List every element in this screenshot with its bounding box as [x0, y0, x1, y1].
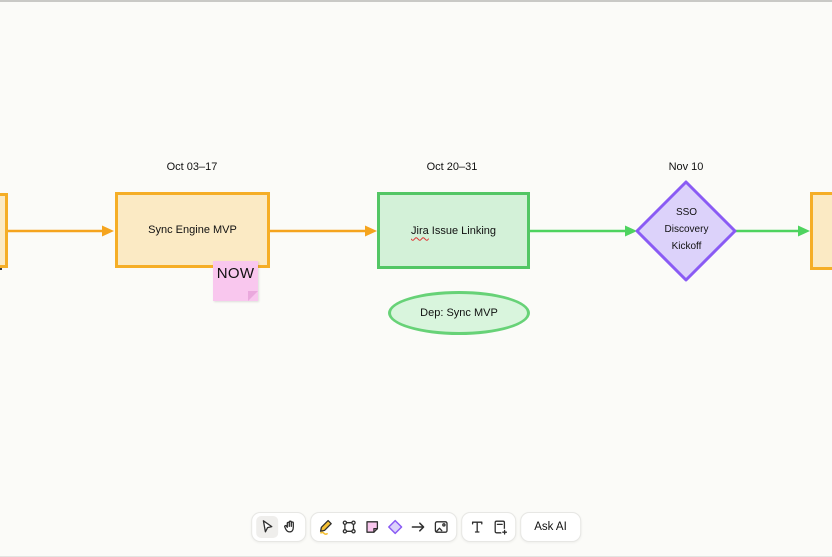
hand-icon: [284, 520, 294, 533]
cursor-icon: [262, 520, 273, 533]
arrowhead: [102, 225, 114, 237]
select-tool-button[interactable]: [256, 516, 279, 538]
sync-engine-mvp-box[interactable]: Sync Engine MVP: [115, 192, 270, 268]
arrow-tool-button[interactable]: [407, 516, 429, 538]
image-tool-button[interactable]: [430, 516, 452, 538]
jira-issue-linking-box[interactable]: Jira Issue Linking: [377, 192, 530, 269]
transform-tool-button[interactable]: [338, 516, 360, 538]
arrowhead: [365, 225, 377, 237]
roadmap-box-offscreen-left[interactable]: [0, 193, 8, 268]
diamond-icon: [388, 519, 403, 535]
frame-plus-icon: [494, 520, 508, 536]
tool-group-shapes: [310, 512, 458, 542]
label-rest: Issue Linking: [428, 224, 496, 237]
text-tool-button[interactable]: [466, 516, 488, 538]
sticky-note-tool-button[interactable]: [361, 516, 383, 538]
window-top-edge: [0, 0, 832, 2]
diamond-shape-tool-button[interactable]: [384, 516, 406, 538]
tool-group-text: [461, 512, 517, 542]
date-label-oct03[interactable]: Oct 03–17: [166, 161, 218, 173]
arrowhead: [798, 225, 810, 237]
bottom-toolbar: Ask AI: [251, 512, 581, 542]
sso-diamond-shape[interactable]: [635, 180, 737, 282]
transform-box-icon: [342, 520, 356, 534]
date-label-nov10[interactable]: Nov 10: [668, 161, 704, 173]
sticky-note-icon: [366, 521, 379, 533]
tool-group-navigation: [251, 512, 307, 542]
draw-tool-button[interactable]: [315, 516, 337, 538]
frame-tool-button[interactable]: [489, 516, 511, 538]
arrow-right-icon: [411, 522, 425, 532]
pencil-icon: [319, 519, 332, 535]
arrowhead: [625, 225, 637, 237]
date-label-oct20[interactable]: Oct 20–31: [426, 161, 478, 173]
sticky-fold-corner: [248, 291, 258, 301]
text-icon: [471, 521, 483, 533]
roadmap-box-offscreen-right[interactable]: [810, 192, 832, 270]
hand-tool-button[interactable]: [279, 516, 301, 538]
jira-issue-linking-label: Jira Issue Linking: [411, 225, 496, 237]
misspelled-word: Jira: [411, 224, 429, 237]
image-icon: [434, 521, 448, 533]
now-sticky-note[interactable]: NOW: [213, 261, 258, 301]
sso-diamond-label[interactable]: SSO Discovery Kickoff: [664, 207, 709, 252]
dependency-label: Dep: Sync MVP: [420, 307, 498, 319]
dependency-ellipse[interactable]: Dep: Sync MVP: [388, 291, 530, 335]
ask-ai-button[interactable]: Ask AI: [520, 512, 581, 542]
sync-engine-mvp-label: Sync Engine MVP: [148, 224, 237, 236]
sticky-note-text: NOW: [216, 265, 255, 282]
